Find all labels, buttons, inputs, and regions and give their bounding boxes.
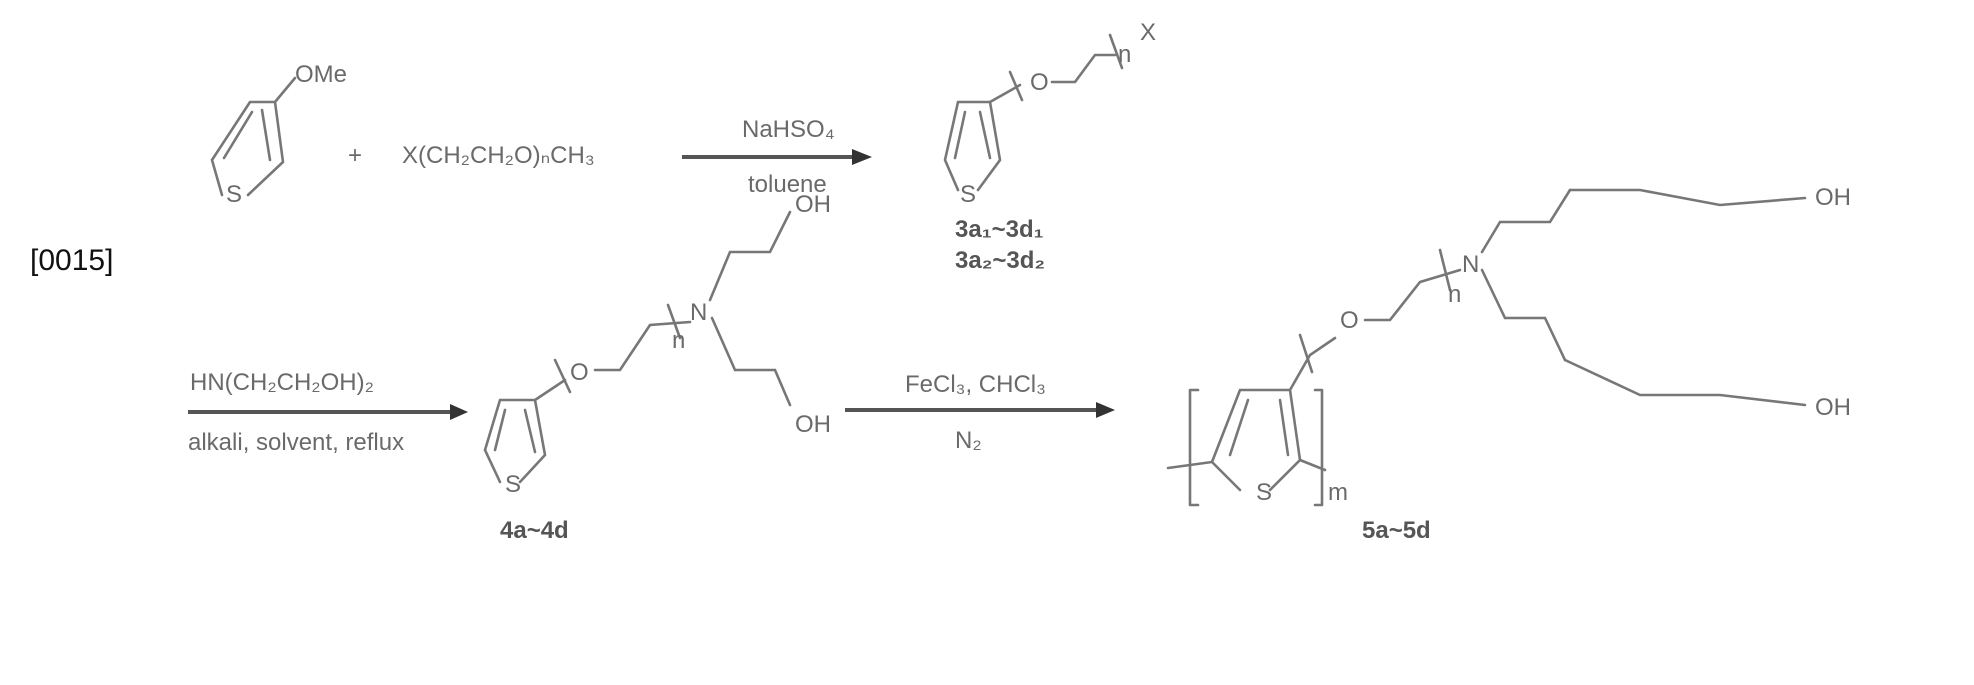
x-group-label: X	[1140, 19, 1156, 46]
compound-label-4: 4a~4d	[500, 517, 569, 544]
reagent-diethanolamine: HN(CH₂CH₂OH)₂	[190, 369, 374, 396]
hydroxyl-bottom-label: OH	[1815, 394, 1851, 421]
m-subscript: m	[1328, 479, 1348, 506]
nitrogen-label: N	[1462, 251, 1479, 278]
reactant-peg-halide: X(CH₂CH₂O)ₙCH₃	[402, 142, 595, 169]
hydroxyl-top-label: OH	[795, 191, 831, 218]
sulfur-label: S	[960, 181, 976, 208]
compound-label-5: 5a~5d	[1362, 517, 1431, 544]
reaction-arrow-1: NaHSO₄ toluene	[682, 116, 872, 198]
methoxy-label: OMe	[295, 61, 347, 88]
compound-label-3-1: 3a₁~3d₁	[955, 216, 1044, 243]
product-4: O n N OH OH S 4a~4d	[485, 191, 831, 544]
hydroxyl-top-label: OH	[1815, 184, 1851, 211]
reaction-arrow-2: HN(CH₂CH₂OH)₂ alkali, solvent, reflux	[188, 369, 468, 456]
product-3: O n X S 3a₁~3d₁ 3a₂~3d₂	[945, 19, 1156, 274]
n-subscript: n	[672, 327, 685, 354]
atmosphere-n2: N₂	[955, 427, 982, 454]
n-subscript: n	[1448, 281, 1461, 308]
oxygen-label: O	[1340, 307, 1359, 334]
reagent-fecl3-chcl3: FeCl₃, CHCl₃	[905, 371, 1046, 398]
sulfur-label: S	[1256, 479, 1272, 506]
plus-sign: +	[348, 142, 362, 169]
sulfur-label: S	[226, 181, 242, 208]
oxygen-label: O	[1030, 69, 1049, 96]
sulfur-label: S	[505, 471, 521, 498]
product-5-polymer: m S O n N OH OH 5a~5d	[1168, 184, 1851, 544]
oxygen-label: O	[570, 359, 589, 386]
conditions-alkali-solvent-reflux: alkali, solvent, reflux	[188, 429, 404, 456]
n-subscript: n	[1118, 41, 1131, 68]
reaction-arrow-3: FeCl₃, CHCl₃ N₂	[845, 371, 1115, 454]
paragraph-number: [0015]	[30, 244, 113, 277]
compound-label-3-2: 3a₂~3d₂	[955, 247, 1045, 274]
reagent-nahso4: NaHSO₄	[742, 116, 834, 143]
nitrogen-label: N	[690, 299, 707, 326]
reactant-3-methoxythiophene: OMe S	[212, 61, 347, 208]
hydroxyl-bottom-label: OH	[795, 411, 831, 438]
